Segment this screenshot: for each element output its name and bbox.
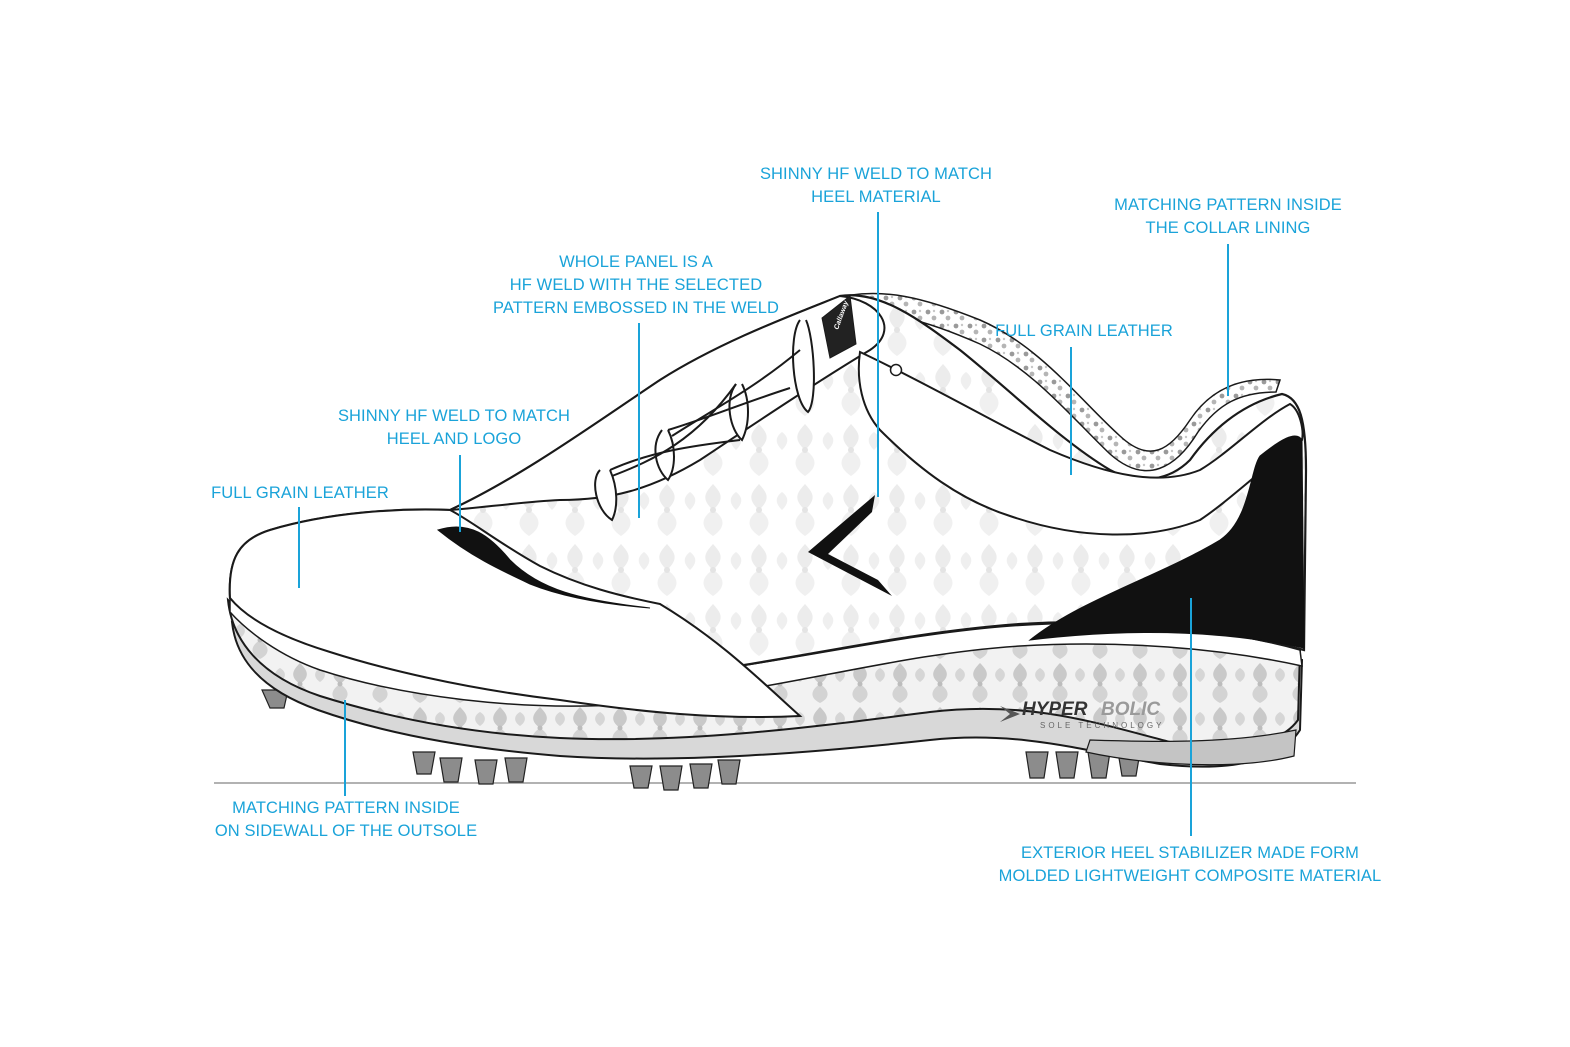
callout-line: HEEL AND LOGO (386, 430, 522, 448)
callout-line: SHINNY HF WELD TO MATCH (759, 165, 993, 183)
sole-logo-mark-icon (1000, 706, 1020, 722)
toe-panel (228, 508, 803, 719)
eyelet (889, 363, 903, 377)
callout-outsole-pattern: MATCHING PATTERN INSIDE ON SIDEWALL OF T… (206, 797, 486, 843)
callout-line: HEEL MATERIAL (811, 188, 941, 206)
callout-line: MATCHING PATTERN INSIDE (232, 799, 460, 817)
callout-line: MOLDED LIGHTWEIGHT COMPOSITE MATERIAL (998, 867, 1382, 885)
sole-logo: HYPER BOLIC SOLE TECHNOLOGY (1000, 699, 1164, 730)
leader-lines (298, 212, 1229, 836)
callout-heel-stabilizer: EXTERIOR HEEL STABILIZER MADE FORM MOLDE… (990, 842, 1390, 888)
callout-line: HF WELD WITH THE SELECTED (509, 276, 763, 294)
callout-line: EXTERIOR HEEL STABILIZER MADE FORM (1020, 844, 1360, 862)
callout-line: WHOLE PANEL IS A (559, 253, 713, 271)
callout-quarter-leather: FULL GRAIN LEATHER (984, 320, 1184, 343)
chevron-logo-icon (808, 495, 892, 596)
laces (594, 319, 815, 522)
sole-logo-tagline: SOLE TECHNOLOGY (1040, 721, 1164, 730)
callout-collar-pattern: MATCHING PATTERN INSIDE THE COLLAR LININ… (1098, 194, 1358, 240)
callout-line: THE COLLAR LINING (1145, 219, 1311, 237)
callout-line: SHINNY HF WELD TO MATCH (337, 407, 571, 425)
callout-line: ON SIDEWALL OF THE OUTSOLE (214, 822, 478, 840)
callout-side-panel: WHOLE PANEL IS A HF WELD WITH THE SELECT… (486, 251, 786, 320)
collar-lining (828, 292, 1282, 472)
tongue-label (821, 295, 857, 359)
sole-logo-brand-first: HYPER (1022, 699, 1088, 720)
heel-stabilizer-shape (1028, 435, 1305, 649)
vamp-top (449, 294, 886, 511)
callout-line: FULL GRAIN LEATHER (995, 322, 1173, 340)
callout-logo-weld: SHINNY HF WELD TO MATCH HEEL MATERIAL (736, 163, 1016, 209)
callout-toe-weld: SHINNY HF WELD TO MATCH HEEL AND LOGO (314, 405, 594, 451)
callout-line: PATTERN EMBOSSED IN THE WELD (492, 299, 780, 317)
callout-toe-leather: FULL GRAIN LEATHER (200, 482, 400, 505)
toe-weld-accent (436, 526, 651, 609)
cleats (261, 689, 1141, 791)
callout-line: FULL GRAIN LEATHER (211, 484, 389, 502)
callout-line: MATCHING PATTERN INSIDE (1114, 196, 1342, 214)
sole-logo-brand-second: BOLIC (1101, 699, 1160, 720)
